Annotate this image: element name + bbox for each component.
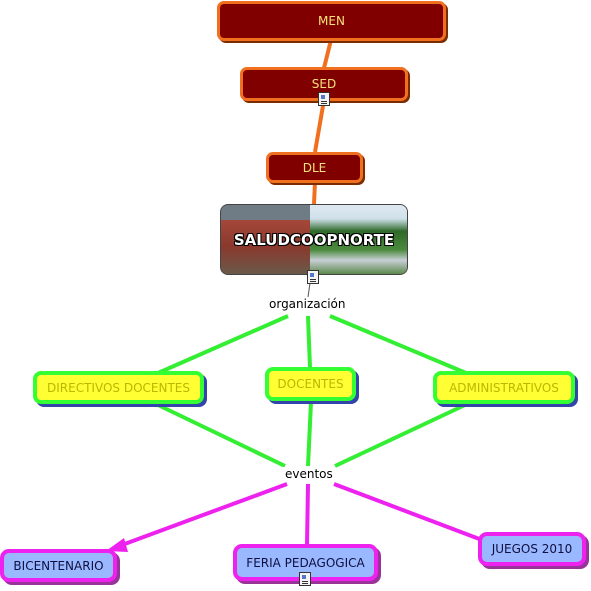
node-docentes[interactable]: DOCENTES xyxy=(265,367,356,401)
node-juegos-2010-label: JUEGOS 2010 xyxy=(491,542,573,556)
node-feria-pedagogica-label: FERIA PEDAGOGICA xyxy=(246,555,365,570)
linking-phrase-eventos[interactable]: eventos xyxy=(283,467,335,481)
link-eventos-feria xyxy=(305,483,310,546)
link-men-sed xyxy=(322,39,333,69)
link-saludcoop-organizacion xyxy=(307,282,311,298)
node-dle-label: DLE xyxy=(302,160,327,175)
link-sed-dle xyxy=(313,99,326,153)
link-org-docentes xyxy=(306,315,312,369)
link-org-administrativos xyxy=(329,314,467,375)
link-docentes-eventos xyxy=(306,401,313,467)
node-sed-label: SED xyxy=(311,77,337,91)
link-directivos-eventos xyxy=(157,403,286,468)
link-eventos-juegos xyxy=(333,482,483,542)
node-administrativos-label: ADMINISTRATIVOS xyxy=(449,380,559,395)
arrowhead-bicentenario xyxy=(106,538,128,552)
campus-photo xyxy=(310,205,407,274)
saludcoop-document-icon[interactable] xyxy=(307,270,319,284)
node-dle[interactable]: DLE xyxy=(266,152,363,183)
node-directivos-docentes[interactable]: DIRECTIVOS DOCENTES xyxy=(33,371,204,404)
linking-phrase-organizacion[interactable]: organización xyxy=(267,297,348,311)
link-eventos-bicentenario xyxy=(121,482,288,547)
node-saludcoopnorte[interactable]: SALUDCOOPNORTE xyxy=(220,204,408,275)
node-men[interactable]: MEN xyxy=(217,1,446,41)
sed-document-icon[interactable] xyxy=(318,92,330,106)
node-docentes-label: DOCENTES xyxy=(277,377,344,391)
building-photo xyxy=(221,205,311,274)
node-bicentenario[interactable]: BICENTENARIO xyxy=(0,549,117,582)
node-administrativos[interactable]: ADMINISTRATIVOS xyxy=(433,371,575,404)
node-men-label: MEN xyxy=(318,14,345,28)
link-administrativos-eventos xyxy=(334,403,466,468)
link-org-directivos xyxy=(157,314,289,375)
node-bicentenario-label: BICENTENARIO xyxy=(13,558,104,573)
feria-document-icon[interactable] xyxy=(299,572,311,586)
node-saludcoopnorte-label: SALUDCOOPNORTE xyxy=(233,230,395,249)
link-dle-saludcoop xyxy=(312,181,317,205)
node-directivos-docentes-label: DIRECTIVOS DOCENTES xyxy=(47,380,190,395)
node-juegos-2010[interactable]: JUEGOS 2010 xyxy=(478,532,586,566)
